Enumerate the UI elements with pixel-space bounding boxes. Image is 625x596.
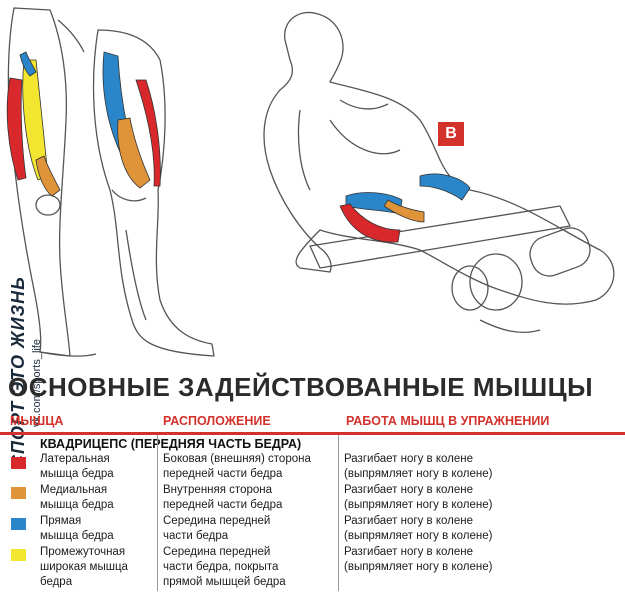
color-swatch-orange bbox=[11, 487, 26, 499]
muscle-name: Медиальная мышца бедра bbox=[40, 484, 114, 511]
muscle-location: Боковая (внешняя) сторона передней части… bbox=[163, 453, 311, 480]
muscle-function: Разгибает ногу в колене (выпрямляет ногу… bbox=[344, 515, 493, 542]
column-divider bbox=[338, 435, 339, 591]
watermark: СПОРТ ЭТО ЖИЗНЬ vk.com/sports_life bbox=[0, 268, 43, 593]
color-swatch-blue bbox=[11, 518, 26, 530]
badge-letter: B bbox=[445, 125, 457, 142]
muscle-name: Латеральная мышца бедра bbox=[40, 453, 114, 480]
page-title: ОСНОВНЫЕ ЗАДЕЙСТВОВАННЫЕ МЫШЦЫ bbox=[8, 372, 594, 402]
header-divider bbox=[0, 432, 625, 435]
muscle-function: Разгибает ногу в колене (выпрямляет ногу… bbox=[344, 546, 493, 573]
muscle-name: Промежуточная широкая мышца бедра bbox=[40, 546, 128, 588]
muscle-location: Внутренняя сторона передней части бедра bbox=[163, 484, 283, 511]
color-swatch-yellow bbox=[11, 549, 26, 561]
muscle-leg-left bbox=[92, 29, 215, 357]
seated-man-body bbox=[263, 11, 615, 305]
header-location: РАСПОЛОЖЕНИЕ bbox=[163, 414, 271, 428]
badge-b bbox=[438, 122, 464, 146]
color-swatch-red bbox=[11, 457, 26, 469]
leg-extension-illustration bbox=[6, 7, 615, 357]
muscle-function: Разгибает ногу в колене (выпрямляет ногу… bbox=[344, 484, 493, 511]
header-muscle: МЫШЦА bbox=[10, 414, 64, 428]
muscle-location: Середина передней части бедра, покрыта п… bbox=[163, 546, 286, 588]
muscle-name: Прямая мышца бедра bbox=[40, 515, 114, 542]
column-divider bbox=[157, 435, 158, 591]
header-function: РАБОТА МЫШЦ В УПРАЖНЕНИИ bbox=[346, 414, 550, 428]
muscle-location: Середина передней части бедра bbox=[163, 515, 271, 542]
muscle-function: Разгибает ногу в колене (выпрямляет ногу… bbox=[344, 453, 493, 480]
group-label: КВАДРИЦЕПС (ПЕРЕДНЯЯ ЧАСТЬ БЕДРА) bbox=[40, 437, 302, 451]
